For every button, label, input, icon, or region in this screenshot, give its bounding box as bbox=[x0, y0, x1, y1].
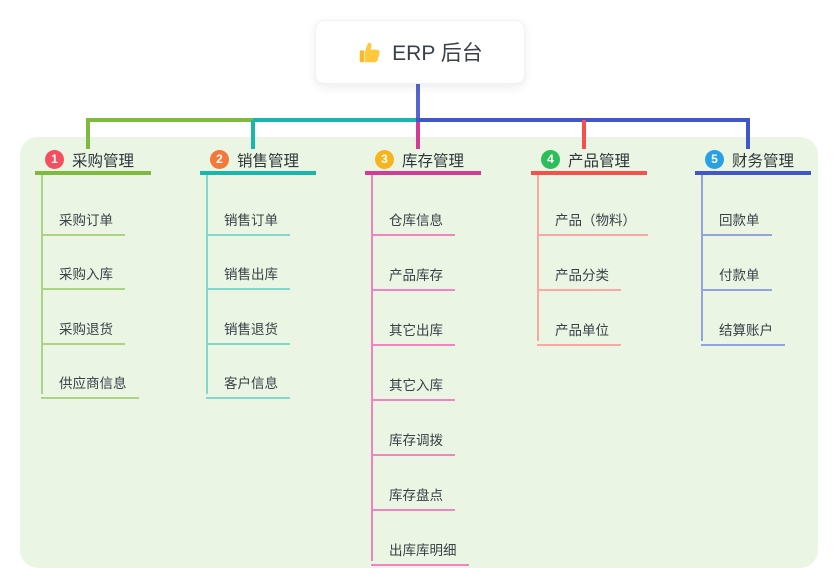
branch-child-node[interactable]: 产品（物料） bbox=[537, 199, 648, 236]
branch-bus-segment bbox=[253, 118, 420, 122]
branch-drop-line bbox=[582, 120, 586, 149]
branch-node-2[interactable]: 2 销售管理 bbox=[200, 148, 316, 175]
branch-label: 采购管理 bbox=[72, 152, 135, 170]
branch-child-node[interactable]: 其它出库 bbox=[371, 309, 455, 346]
root-title: ERP 后台 bbox=[392, 42, 483, 65]
branch-drop-line bbox=[416, 122, 420, 149]
branch-node-3[interactable]: 3 库存管理 bbox=[365, 148, 481, 175]
branch-label: 销售管理 bbox=[237, 152, 300, 170]
root-node[interactable]: ERP 后台 bbox=[315, 20, 525, 84]
branch-child-node[interactable]: 库存调拨 bbox=[371, 419, 455, 456]
branch-child-node[interactable]: 客户信息 bbox=[206, 362, 290, 399]
branch-drop-line bbox=[86, 120, 90, 149]
branch-number-badge: 5 bbox=[705, 150, 724, 169]
branch-child-node[interactable]: 回款单 bbox=[701, 199, 772, 236]
branch-children-line bbox=[537, 175, 539, 341]
branch-child-node[interactable]: 采购退货 bbox=[41, 308, 125, 345]
branch-child-node[interactable]: 产品单位 bbox=[537, 309, 621, 346]
branch-child-node[interactable]: 产品分类 bbox=[537, 254, 621, 291]
branch-children-line bbox=[206, 175, 208, 394]
branch-child-node[interactable]: 仓库信息 bbox=[371, 199, 455, 236]
branch-node-5[interactable]: 5 财务管理 bbox=[695, 148, 811, 175]
branch-number-badge: 3 bbox=[375, 150, 394, 169]
branch-child-node[interactable]: 结算账户 bbox=[701, 309, 785, 346]
branch-child-node[interactable]: 销售退货 bbox=[206, 308, 290, 345]
thumbs-up-icon bbox=[357, 40, 382, 65]
branch-child-node[interactable]: 出库库明细 bbox=[371, 529, 469, 566]
branch-node-4[interactable]: 4 产品管理 bbox=[531, 148, 647, 175]
branch-children-line bbox=[371, 175, 373, 561]
branch-child-node[interactable]: 付款单 bbox=[701, 254, 772, 291]
branch-number-badge: 1 bbox=[45, 150, 64, 169]
branch-label: 财务管理 bbox=[732, 152, 795, 170]
branch-drop-line bbox=[251, 120, 255, 149]
branch-child-node[interactable]: 供应商信息 bbox=[41, 362, 139, 399]
branch-node-1[interactable]: 1 采购管理 bbox=[35, 148, 151, 175]
branches-panel bbox=[20, 137, 818, 568]
branch-child-node[interactable]: 库存盘点 bbox=[371, 474, 455, 511]
branch-label: 库存管理 bbox=[402, 152, 465, 170]
branch-child-node[interactable]: 销售订单 bbox=[206, 199, 290, 236]
branch-child-node[interactable]: 产品库存 bbox=[371, 254, 455, 291]
branch-label: 产品管理 bbox=[568, 152, 631, 170]
branch-bus-segment bbox=[86, 118, 255, 122]
branch-children-line bbox=[41, 175, 43, 394]
branch-child-node[interactable]: 采购订单 bbox=[41, 199, 125, 236]
branch-children-line bbox=[701, 175, 703, 341]
branch-child-node[interactable]: 其它入库 bbox=[371, 364, 455, 401]
branch-child-node[interactable]: 销售出库 bbox=[206, 253, 290, 290]
branch-child-node[interactable]: 采购入库 bbox=[41, 253, 125, 290]
branch-drop-line bbox=[746, 120, 750, 149]
branch-number-badge: 2 bbox=[210, 150, 229, 169]
branch-number-badge: 4 bbox=[541, 150, 560, 169]
root-connector bbox=[416, 82, 420, 120]
